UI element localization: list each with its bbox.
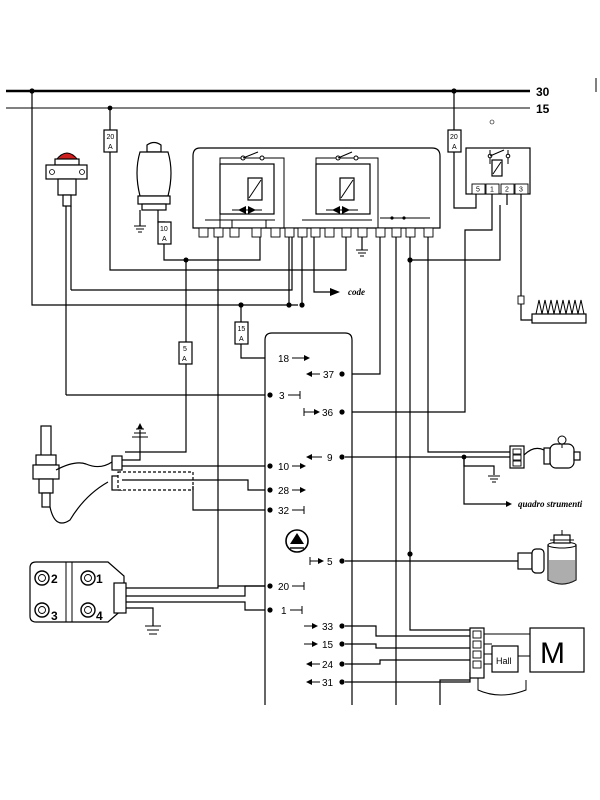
ecu-pin-24: 24 [322,660,334,671]
svg-text:15: 15 [238,326,246,333]
ecu-pin-15: 15 [322,640,334,651]
svg-text:10: 10 [160,226,168,233]
ecu-pin-28: 28 [278,486,290,497]
coil-terminal-1: 1 [96,572,103,586]
ecu-pin-5: 5 [327,557,333,568]
ecu-pin-32: 32 [278,506,290,517]
fan-relay: 5 1 2 3 [345,119,534,413]
coil-terminal-4: 4 [96,609,103,623]
injector-comb [531,299,587,324]
motor-hall-unit: Hall M [469,627,585,696]
carbon-canister [517,530,577,585]
fuse-15a: 15 A [234,305,265,359]
svg-text:5: 5 [476,187,480,194]
fuel-pump [134,141,172,233]
coil-terminal-3: 3 [51,609,58,623]
ecu-pin-31: 31 [322,678,334,689]
ecu-pins: 18 37 3 36 9 10 28 32 5 20 1 33 [267,354,345,689]
code-label: code [348,287,365,297]
diagnostic-symbol [285,529,309,553]
ecu-pin-9: 9 [327,453,333,464]
relay-pin-row [198,227,434,238]
ecu-pin-10: 10 [278,462,290,473]
svg-text:20: 20 [107,134,115,141]
svg-text:A: A [239,336,244,343]
fuse-20a-right: 20 A [447,91,477,209]
coil-terminal-2: 2 [51,572,58,586]
bus-label-15: 15 [536,102,550,116]
ecu-pin-36: 36 [322,408,334,419]
svg-text:A: A [108,144,113,151]
motor-label: M [540,637,565,670]
ecu-pin-1: 1 [281,606,287,617]
ecu-pin-3: 3 [279,391,285,402]
svg-text:2: 2 [505,187,509,194]
fuse-20a-left: 20 A [103,108,347,271]
power-bus: 30 15 [6,78,597,116]
instrument-panel-label: quadro strumenti [518,499,583,509]
fuse-5a: 5 A [125,257,193,453]
svg-text:3: 3 [519,187,523,194]
oxygen-sensor [32,423,265,524]
hall-label: Hall [496,656,512,666]
ecu-pin-20: 20 [278,582,290,593]
svg-text:5: 5 [183,346,187,353]
ecu-box [264,332,353,705]
solenoid-valve [509,435,581,469]
ecu-pin-33: 33 [322,622,334,633]
ecu-pin-18: 18 [278,354,290,365]
bus-label-30: 30 [536,85,550,99]
relay-wiring: code [217,205,510,705]
svg-text:A: A [182,356,187,363]
svg-text:20: 20 [450,134,458,141]
warning-lamp [45,152,293,396]
dual-relay-unit [192,147,441,257]
ignition-coil: 2 1 3 4 [29,561,265,635]
svg-text:A: A [162,236,167,243]
svg-text:1: 1 [490,187,494,194]
svg-text:A: A [452,144,457,151]
ecu-pin-37: 37 [323,370,335,381]
